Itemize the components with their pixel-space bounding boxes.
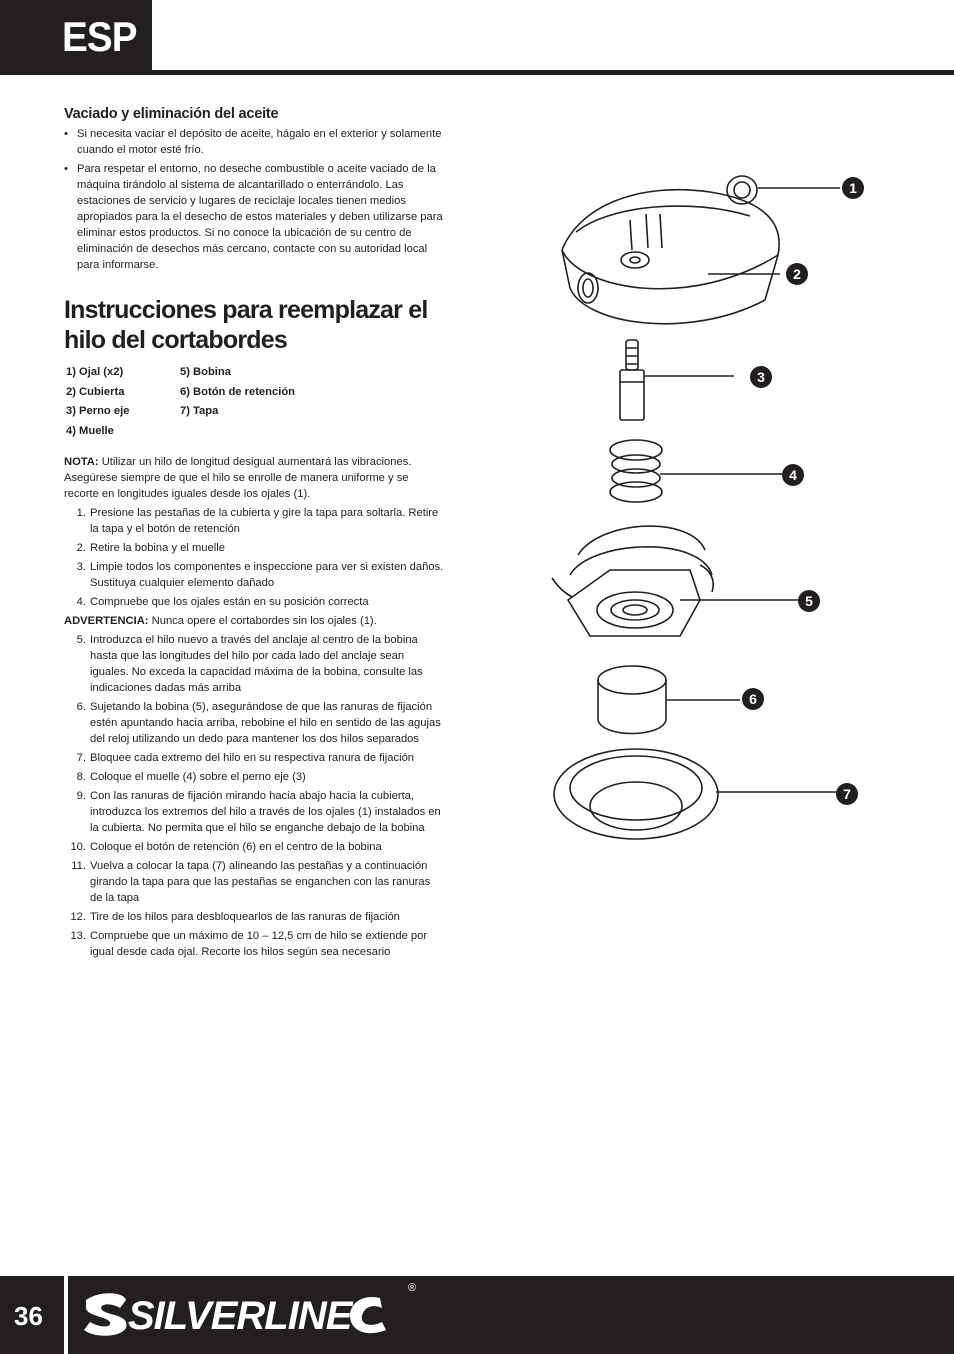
- step-number: 1.: [76, 507, 86, 519]
- step-text: Bloquee cada extremo del hilo en su resp…: [90, 752, 415, 764]
- part-item: 6) Botón de retención: [180, 385, 295, 398]
- retaining-button-part: [597, 665, 667, 735]
- step-number: 13.: [70, 930, 86, 942]
- step-item: 2. Retire la bobina y el muelle: [64, 540, 444, 556]
- part-item: 5) Bobina: [180, 366, 231, 378]
- warning-label: ADVERTENCIA:: [64, 615, 149, 627]
- step-number: 5.: [76, 634, 86, 646]
- line-replacement-title: Instrucciones para reemplazar el hilo de…: [64, 295, 444, 355]
- step-item: 13. Compruebe que un máximo de 10 – 12,5 …: [64, 928, 444, 960]
- parts-list: 1) Ojal (x2) 2) Cubierta 3) Perno eje 4)…: [66, 363, 444, 441]
- part-item: 2) Cubierta: [66, 385, 125, 398]
- trimmer-head-exploded-diagram: 1 2 3 4 5 6 7: [540, 160, 880, 860]
- warning-paragraph: ADVERTENCIA: Nunca opere el cortabordes …: [64, 613, 444, 629]
- step-text: Tire de los hilos para desbloquearlos de…: [90, 911, 400, 923]
- spring-part: [609, 439, 663, 503]
- step-number: 9.: [76, 790, 86, 802]
- step-number: 7.: [76, 752, 86, 764]
- step-item: 11. Vuelva a colocar la tapa (7) alineand…: [64, 858, 444, 906]
- part-item: 4) Muelle: [66, 424, 114, 437]
- step-item: 4. Compruebe que los ojales están en su p…: [64, 594, 444, 610]
- step-text: Vuelva a colocar la tapa (7) alineando l…: [90, 860, 431, 904]
- step-text: Con las ranuras de fijación mirando haci…: [90, 790, 441, 834]
- brand-wordmark: SILVERLINE: [128, 1294, 354, 1338]
- note-paragraph: NOTA: Utilizar un hilo de longitud desig…: [64, 454, 444, 502]
- footer-divider: [64, 1276, 68, 1354]
- registered-mark: ®: [408, 1282, 417, 1294]
- step-item: 6. Sujetando la bobina (5), asegurándose …: [64, 699, 444, 747]
- step-item: 7. Bloquee cada extremo del hilo en su re…: [64, 750, 444, 766]
- callout-badge-5: 5: [798, 590, 820, 612]
- step-text: Coloque el muelle (4) sobre el perno eje…: [90, 771, 306, 783]
- step-text: Coloque el botón de retención (6) en el …: [90, 841, 382, 853]
- instructions-body: NOTA: Utilizar un hilo de longitud desig…: [64, 454, 444, 960]
- footer-bar: [0, 1276, 954, 1354]
- list-item: Si necesita vaciar el depósito de aceite…: [64, 126, 444, 158]
- list-item: Para respetar el entorno, no deseche com…: [64, 161, 444, 273]
- step-text: Compruebe que los ojales están en su pos…: [90, 596, 369, 608]
- steps-list-b: 5. Introduzca el hilo nuevo a través del …: [64, 632, 444, 960]
- step-item: 3. Limpie todos los componentes e inspecc…: [64, 559, 444, 591]
- spindle-bolt-part: [619, 339, 645, 421]
- step-item: 8. Coloque el muelle (4) sobre el perno e…: [64, 769, 444, 785]
- callout-badge-3: 3: [750, 366, 772, 388]
- step-number: 3.: [76, 561, 86, 573]
- part-item: 1) Ojal (x2): [66, 366, 124, 378]
- title-line-1: Instrucciones para reemplazar el: [64, 296, 428, 324]
- parts-column-2: 5) Bobina 6) Botón de retención 7) Tapa: [180, 363, 295, 441]
- step-item: 9. Con las ranuras de fijación mirando ha…: [64, 788, 444, 836]
- title-line-2: hilo del cortabordes: [64, 326, 288, 354]
- oil-drain-heading: Vaciado y eliminación del aceite: [64, 106, 279, 122]
- spool-part: [551, 525, 715, 637]
- step-item: 12. Tire de los hilos para desbloquearlos…: [64, 909, 444, 925]
- page-number: 36: [14, 1301, 43, 1331]
- step-number: 4.: [76, 596, 86, 608]
- step-number: 6.: [76, 701, 86, 713]
- step-text: Compruebe que un máximo de 10 – 12,5 cm …: [90, 930, 428, 958]
- callout-badge-2: 2: [786, 263, 808, 285]
- callout-badge-4: 4: [782, 464, 804, 486]
- step-text: Limpie todos los componentes e inspeccio…: [90, 561, 444, 589]
- step-text: Retire la bobina y el muelle: [90, 542, 225, 554]
- step-text: Introduzca el hilo nuevo a través del an…: [90, 634, 423, 694]
- header-rule: [0, 70, 954, 75]
- part-item: 7) Tapa: [180, 405, 219, 417]
- step-number: 10.: [70, 841, 86, 853]
- parts-column-1: 1) Ojal (x2) 2) Cubierta 3) Perno eje 4)…: [66, 363, 180, 441]
- language-tab: ESP: [0, 0, 152, 74]
- text-column: Vaciado y eliminación del aceite Si nece…: [64, 100, 444, 963]
- part-item: 3) Perno eje: [66, 405, 130, 417]
- cap-part: [553, 748, 719, 840]
- steps-list-a: 1. Presione las pestañas de la cubierta y…: [64, 505, 444, 610]
- callout-badge-6: 6: [742, 688, 764, 710]
- step-number: 2.: [76, 542, 86, 554]
- step-text: Presione las pestañas de la cubierta y g…: [90, 507, 439, 535]
- callout-badge-1: 1: [842, 177, 864, 199]
- warning-text: Nunca opere el cortabordes sin los ojale…: [148, 615, 377, 627]
- oil-drain-list: Si necesita vaciar el depósito de aceite…: [64, 126, 444, 273]
- callout-badge-7: 7: [836, 783, 858, 805]
- cover-part: [561, 188, 780, 325]
- note-text: Utilizar un hilo de longitud desigual au…: [64, 456, 412, 500]
- step-item: 1. Presione las pestañas de la cubierta y…: [64, 505, 444, 537]
- page-number-box: 36: [0, 1276, 64, 1354]
- note-label: NOTA:: [64, 456, 99, 468]
- language-code: ESP: [62, 13, 137, 60]
- step-number: 8.: [76, 771, 86, 783]
- step-text: Sujetando la bobina (5), asegurándose de…: [90, 701, 441, 745]
- step-number: 12.: [70, 911, 86, 923]
- step-number: 11.: [71, 860, 86, 872]
- silverline-logo: SILVERLINE: [80, 1286, 410, 1347]
- step-item: 10. Coloque el botón de retención (6) en …: [64, 839, 444, 855]
- step-item: 5. Introduzca el hilo nuevo a través del …: [64, 632, 444, 696]
